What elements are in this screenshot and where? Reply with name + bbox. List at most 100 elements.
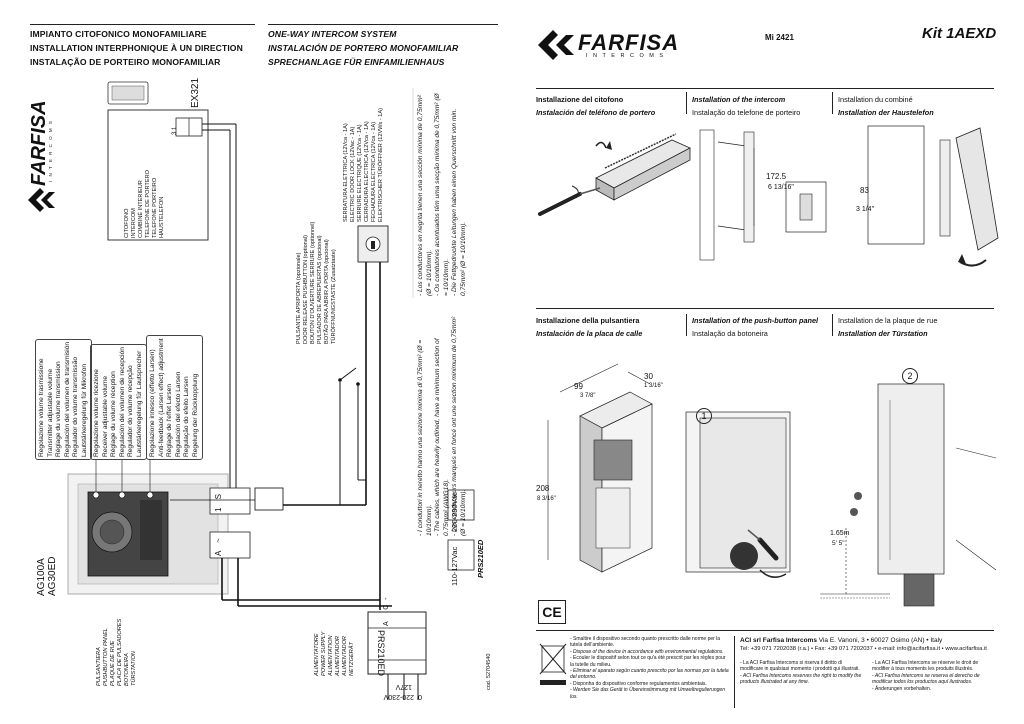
brand-name: FARFISA	[578, 30, 680, 55]
desc-line: NETZGERÄT	[349, 642, 355, 676]
note-line: - Dispose of the device in accordance wi…	[570, 648, 724, 655]
note-line: - I conduttori in neretto hanno una sezi…	[417, 339, 433, 536]
voltage-220: 220-230Vac	[450, 492, 459, 532]
button-description: PULSANTE APRIPORTA (opzionale) DOOR RELE…	[296, 222, 338, 344]
desc-line: Anti-feedback (Larsen effect) adjustment	[157, 338, 165, 457]
title-line: INSTALACIÓN DE PORTERO MONOFAMILIAR	[268, 43, 459, 53]
heading-text: Instalación de la placa de calle	[536, 329, 643, 338]
section-1-header-fr: Installation du combiné Installation der…	[838, 93, 934, 119]
heading-text: Installation der Haustelefon	[838, 108, 934, 117]
desc-line: PULSANTE APRIPORTA (opzionale)	[296, 252, 302, 344]
note-line: - Änderungen vorbehalten.	[872, 685, 932, 692]
desc-line: Transmitter adjustable volume	[46, 368, 54, 457]
height-metric: 1.65m	[830, 530, 850, 537]
desc-line: Réglage de l'effet Larsen	[166, 384, 173, 457]
title-line: INSTALAÇÃO DE PORTEIRO MONOFAMILIAR	[30, 57, 221, 67]
desc-line: COMBINÉ INTERIEUR	[138, 180, 144, 238]
height-imperial: 5' 5"	[832, 540, 845, 547]
title-line: IMPIANTO CITOFONICO MONOFAMILIARE	[30, 29, 207, 39]
desc-line: ELECTRIC DOOR LOCK (12Vac - 1A)	[350, 126, 356, 222]
note-line: - Os condutores acentuados têm uma secçã…	[434, 93, 450, 296]
door-panel-open-illustration	[685, 411, 791, 578]
company-contacts: Tel: +39 071 7202038 (r.a.) • Fax: +39 0…	[740, 646, 987, 652]
heading-text: Instalación del teléfono de portero	[536, 108, 656, 117]
ex321-label: EX321	[190, 77, 201, 108]
title-english-group: ONE-WAY INTERCOM SYSTEM INSTALACIÓN DE P…	[268, 27, 458, 69]
psu-terminals: A C-	[383, 592, 390, 626]
divider	[686, 92, 687, 114]
desc-line: Lautstärkeregelung für Mikrofon	[80, 363, 88, 457]
voltage-psu-name: PRS210ED	[476, 539, 485, 578]
terminal-labels-top: 1 S	[214, 490, 223, 512]
volume-rx-callout: Regolazione volume ricezione Receiver ad…	[90, 344, 147, 460]
section-1-header-it: Installazione del citofono Instalación d…	[536, 93, 655, 119]
company-address: Via E. Vanoni, 3 • 60027 Osimo (AN) • It…	[818, 637, 943, 644]
desc-line: ALIMENTATION	[328, 635, 334, 676]
mains-0: 0	[418, 693, 422, 700]
step-1-badge: 1	[696, 408, 712, 424]
lock-description: SERRATURA ELETTRICA (12Vca - 1A) ELECTRI…	[343, 108, 385, 222]
dim-99: 99	[574, 382, 583, 391]
mains-230: 220-230V	[383, 693, 414, 700]
door-panel-dimensions	[547, 363, 653, 573]
dim-208-inch: 8 3/16"	[537, 496, 556, 502]
model-code: Mi 2421	[765, 33, 794, 42]
desc-line: CITOFONO	[124, 208, 130, 238]
wall-mount-illustration	[699, 129, 827, 261]
title-line: SPRECHANLAGE FÜR EINFAMILIENHAUS	[268, 57, 445, 67]
note-line: - La ACI Farfisa Intercoms se réserve le…	[872, 660, 979, 673]
desc-line: Lautstärkeregelung für Lautsprecher	[135, 350, 143, 457]
desc-line: Regulación del volumen de transmisión	[63, 341, 71, 457]
title-line: INSTALLATION INTERPHONIQUE À UN DIRECTIO…	[30, 43, 243, 53]
brand-subtitle: I N T E R C O M S	[586, 53, 666, 59]
note-line: - Ecouler le dispositif selon tout ce qu…	[570, 655, 726, 668]
ce-mark: CE	[538, 600, 566, 624]
desc-line: Regolazione volume ricezione	[93, 369, 100, 457]
rights-notes-b: - La ACI Farfisa Intercoms se réserve le…	[872, 660, 996, 692]
desc-line: SERRATURA ELETTRICA (12Vca - 1A)	[343, 123, 349, 222]
note-line: - Werden Sie das Gerät in Übereinstimmun…	[570, 687, 725, 700]
desc-line: FECHADURA ELECTRICA (12Vca - 1A)	[371, 121, 377, 222]
heading-text: Instalação da botoneira	[692, 329, 768, 338]
vertical-logo	[28, 188, 55, 212]
section-1-header-en: Installation of the intercom Instalação …	[692, 93, 800, 119]
larsen-callout: Regolazione innesco (effetto Larsen) Ant…	[146, 335, 203, 460]
farfisa-logo-mark	[538, 30, 574, 60]
header-rule	[30, 24, 255, 25]
handset-illustration	[538, 133, 691, 216]
section-rule	[536, 308, 994, 309]
desc-line: PLACA DE PULSADORES	[117, 618, 123, 686]
divider	[832, 92, 833, 114]
desc-line: TELEFONE PORTEIRO	[152, 177, 158, 238]
desc-line: BOTÃO PARA ABRIR A PORTA (opcional)	[324, 239, 330, 344]
dim-1725: 172.5	[766, 172, 787, 181]
desc-line: INTERCOM	[131, 208, 137, 238]
dim-1725-inch: 6 13/16"	[768, 184, 794, 191]
desc-line: BOUTON D'OUVERTURE SERRURE (optionnel)	[310, 221, 316, 344]
desc-line: Réglage du volume transmission	[55, 361, 62, 457]
title-italian-group: IMPIANTO CITOFONICO MONOFAMILIARE INSTAL…	[30, 27, 243, 69]
desc-line: ALIMENTADOR	[342, 636, 348, 676]
dim-99-inch: 3 7/8"	[580, 393, 596, 399]
heading-text: Installation of the push-button panel	[692, 316, 819, 325]
desc-line: SERRURE ELECTRIQUE (12Vca - 1A)	[357, 124, 363, 222]
note-line: - ACI Farfisa Intercoms reserves the rig…	[740, 672, 862, 686]
heading-text: Instalação do telefone de porteiro	[692, 108, 801, 117]
desc-line: PLAQUE DE RUE	[110, 640, 116, 686]
heading-text: Installazione della pulsantiera	[536, 316, 640, 325]
desc-line: PULSADOR DE ABREPUERTAS (opcional)	[317, 235, 323, 344]
note-line: - The cables, which are heavily outlined…	[434, 338, 450, 536]
desc-line: PUSHBUTTON PANEL	[103, 628, 109, 686]
panel-description: PULSANTIERA PUSHBUTTON PANEL PLAQUE DE R…	[96, 619, 138, 686]
desc-line: Regolazione volume trasmissione	[38, 358, 45, 457]
psu-name: PRS210ED	[376, 630, 386, 677]
dim-83: 83	[860, 186, 869, 195]
desc-line: ELEKTRISCHER TÜRÖFFNER (12VWs - 1A)	[378, 108, 384, 222]
desc-line: TELEFONE DE PORTERO	[145, 170, 151, 238]
weee-bin-icon	[539, 643, 567, 685]
company-name: ACI srl Farfisa Intercoms	[740, 637, 817, 644]
dim-30: 30	[644, 372, 653, 381]
divider	[832, 314, 833, 336]
cod-number: cod. 52704540	[486, 653, 492, 690]
footer-rule	[536, 630, 994, 631]
